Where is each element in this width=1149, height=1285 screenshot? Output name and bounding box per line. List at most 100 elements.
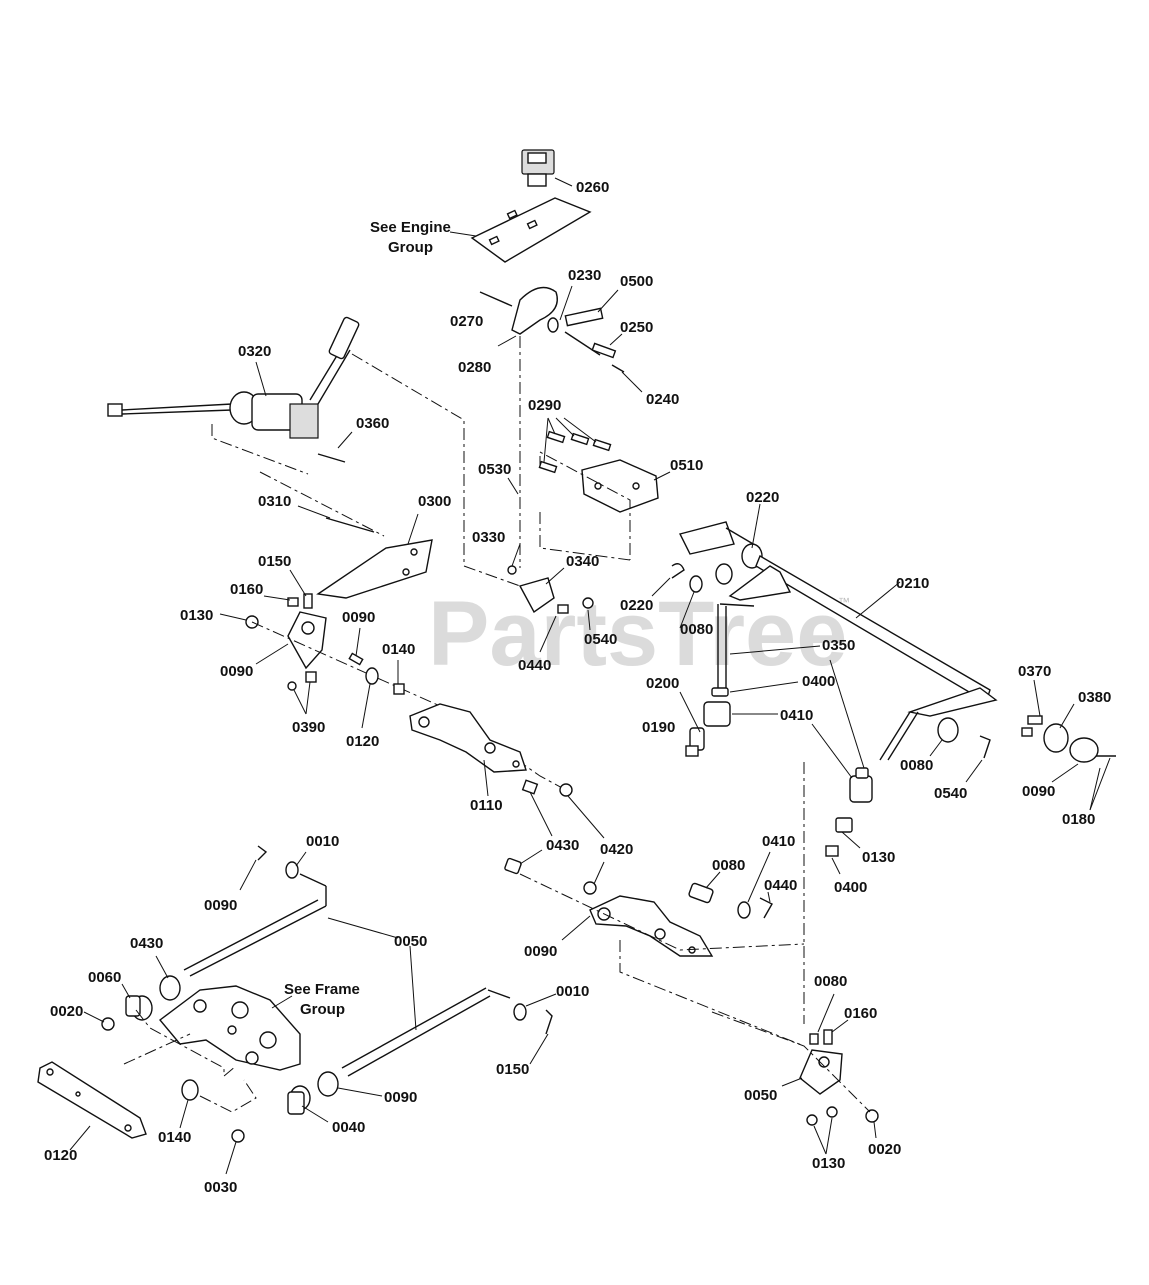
engine-plate — [449, 197, 592, 263]
callout-0540-mid: 0080 — [680, 621, 713, 638]
callout-0150-left: 0150 — [258, 553, 291, 570]
callout-0090-left: 0090 — [342, 609, 375, 626]
callout-0320: 0320 — [238, 343, 271, 360]
part-0390-right-joint — [811, 659, 873, 803]
callout-0240: 0240 — [646, 391, 679, 408]
callout-0360: 0360 — [356, 415, 389, 432]
callout-0130-mid: 0420 — [600, 841, 633, 858]
part-0300-bracket — [316, 513, 433, 599]
part-0180-0190-hub — [1021, 679, 1116, 811]
part-0360-pin — [317, 431, 353, 463]
callout-0310: 0310 — [258, 493, 291, 510]
part-0030-arm — [37, 1061, 147, 1151]
part-0060-rod-lower — [341, 945, 557, 1077]
callout-0080-lower: 0010 — [556, 983, 589, 1000]
callout-0050-upper: 0430 — [130, 935, 163, 952]
callout-0080-left: 0120 — [346, 733, 379, 750]
callout-0420: 0430 — [546, 837, 579, 854]
part-0050-bushing-upper — [155, 955, 181, 1001]
part-0420-0130-hardware — [521, 779, 605, 839]
callout-0220-top: 0220 — [746, 489, 779, 506]
part-0060-rod-upper — [183, 845, 399, 977]
callout-0180: 0090 — [1022, 783, 1055, 800]
callout-0010-lower: 0030 — [204, 1179, 237, 1196]
part-0540-washer — [679, 575, 703, 629]
callout-0150-right: 0160 — [844, 1005, 877, 1022]
callout-0110: 0180 — [1062, 811, 1095, 828]
callout-0530: 0530 — [478, 461, 511, 478]
callout-0030: 0120 — [44, 1147, 77, 1164]
part-0430-link-upper — [409, 703, 527, 797]
callout-labels: 0260 0270 0230 0500 0250 0280 0240 0320 … — [44, 179, 1111, 1196]
part-0290-screws — [538, 417, 612, 474]
part-0380-0390-joint — [679, 681, 799, 757]
part-0020-0010-lower — [225, 1085, 329, 1175]
callout-0120-left: 0390 — [292, 719, 325, 736]
callout-0060: 0050 — [394, 933, 427, 950]
callout-0260: 0260 — [576, 179, 609, 196]
part-0430-link-lower — [561, 895, 714, 957]
callout-0040: 0140 — [158, 1129, 191, 1146]
callout-0140-left: 0090 — [220, 663, 253, 680]
callout-0200: 0370 — [1018, 663, 1051, 680]
callout-0220-mid: 0540 — [584, 631, 617, 648]
part-0440-spacer-left — [348, 627, 405, 729]
callout-0010-upper: 0020 — [50, 1003, 83, 1020]
callout-0340: 0340 — [566, 553, 599, 570]
callout-0280: 0280 — [458, 359, 491, 376]
callout-0430-lower: 0090 — [524, 943, 557, 960]
callout-0540-right: 0080 — [900, 757, 933, 774]
callout-0330: 0330 — [472, 529, 505, 546]
callout-0130-left: 0130 — [180, 607, 213, 624]
note-frame-line1: See Frame — [284, 981, 360, 998]
callout-0020-upper: 0060 — [88, 969, 121, 986]
callout-0250: 0250 — [620, 319, 653, 336]
part-0540-0090-right — [929, 717, 991, 783]
callout-0090-right: 0540 — [934, 785, 967, 802]
part-0210-shaft — [678, 503, 998, 761]
part-0510-bracket — [581, 459, 671, 513]
callout-0400-mid: 0200 — [646, 675, 679, 692]
callout-0120-right: 0130 — [812, 1155, 845, 1172]
part-0320-actuator — [107, 316, 360, 439]
watermark: PartsTree — [428, 583, 847, 685]
part-0340-bracket — [507, 543, 594, 653]
part-0020-0010-upper — [83, 983, 153, 1031]
callout-0080-upper-left: 0010 — [306, 833, 339, 850]
callout-0130-right: 0020 — [868, 1141, 901, 1158]
callout-0020-lower: 0040 — [332, 1119, 365, 1136]
callout-0210: 0210 — [896, 575, 929, 592]
part-0400-0410-lower — [825, 817, 861, 875]
callout-0300: 0300 — [418, 493, 451, 510]
callout-0140-right: 0050 — [744, 1087, 777, 1104]
part-0090-clip-upper — [651, 563, 685, 597]
part-0310-pin — [297, 505, 375, 533]
callout-0290: 0290 — [528, 397, 561, 414]
part-0140-pivot-right — [781, 993, 879, 1155]
part-0260-switch — [521, 149, 573, 187]
callout-0440-mid: 0080 — [712, 857, 745, 874]
callout-0410-mid: 0190 — [642, 719, 675, 736]
callout-0380: 0400 — [802, 673, 835, 690]
part-0040-bushing — [179, 1079, 199, 1129]
callout-0160-right: 0080 — [814, 973, 847, 990]
frame-bracket — [158, 985, 301, 1071]
note-engine-line1: See Engine — [370, 219, 451, 236]
callout-0410-right: 0400 — [834, 879, 867, 896]
note-frame-line2: Group — [300, 1001, 345, 1018]
callout-0050-lower: 0090 — [384, 1089, 417, 1106]
callout-0370: 0350 — [822, 637, 855, 654]
callout-0230: 0230 — [568, 267, 601, 284]
callout-0510: 0510 — [670, 457, 703, 474]
callout-0160-left: 0160 — [230, 581, 263, 598]
callout-0440-left: 0140 — [382, 641, 415, 658]
part-0280-plate — [479, 286, 558, 347]
callout-0270: 0270 — [450, 313, 483, 330]
part-0500-pin — [547, 307, 625, 373]
callout-0430-upper: 0110 — [470, 797, 503, 814]
part-0370-rod — [717, 603, 821, 688]
callout-0090-mid: 0220 — [620, 597, 653, 614]
part-0440-spacer-lower — [688, 851, 773, 919]
callout-0190: 0380 — [1078, 689, 1111, 706]
